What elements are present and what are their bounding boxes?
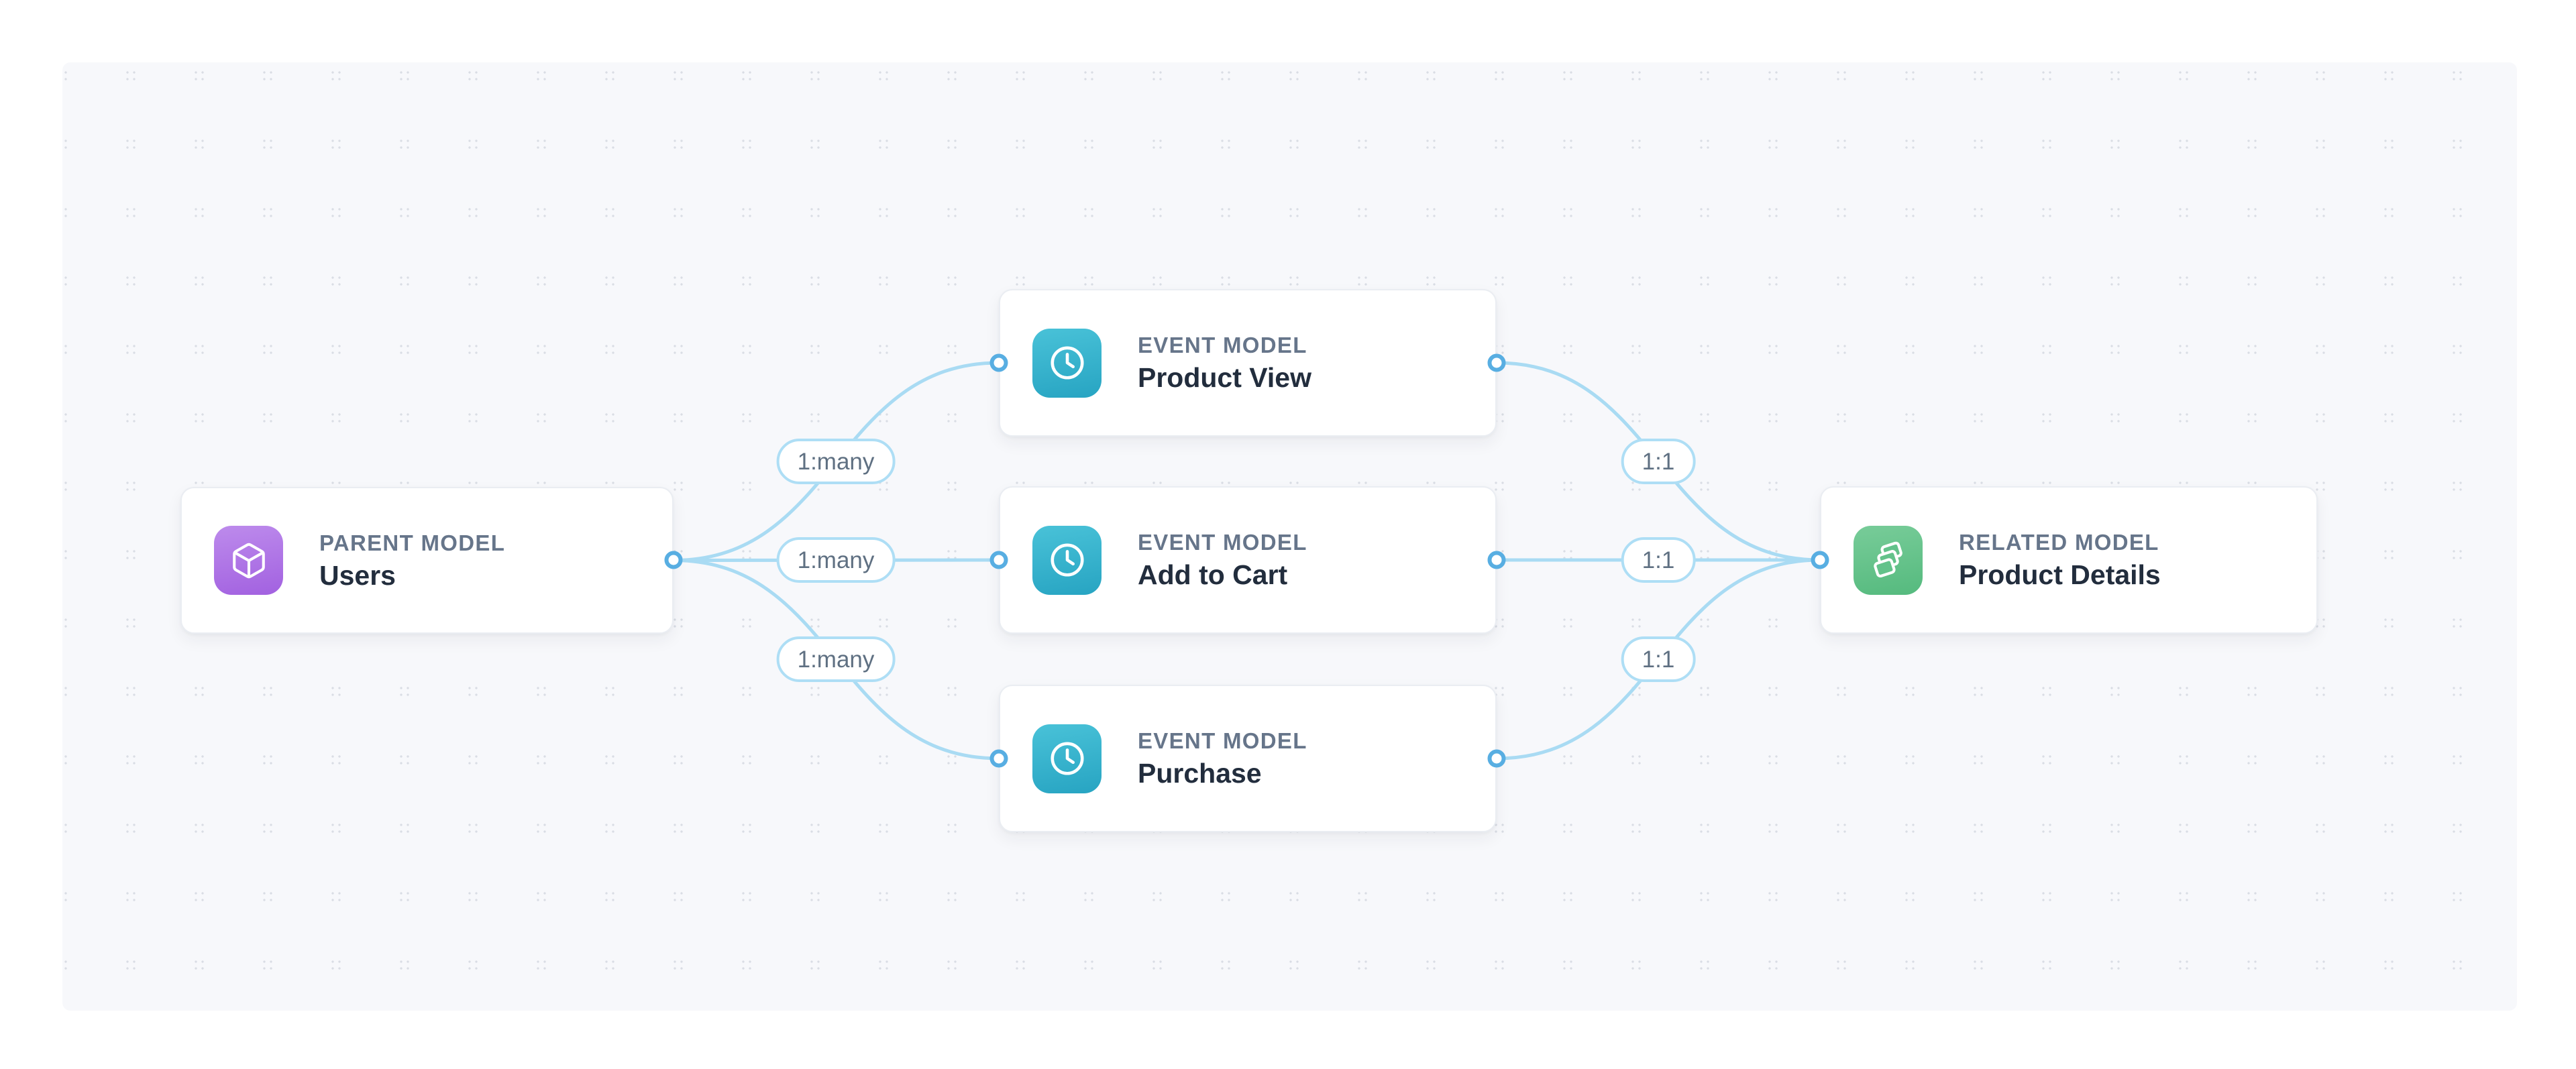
layers-icon [1854, 525, 1923, 595]
node-title: Users [319, 559, 396, 591]
node-product-details[interactable]: RELATED MODEL Product Details [1820, 486, 2318, 634]
clock-icon [1032, 525, 1102, 595]
handle-product-view-target[interactable] [989, 353, 1008, 372]
edge-label-1many-bottom[interactable]: 1:many [776, 636, 896, 682]
cube-icon [214, 526, 283, 595]
handle-purchase-target[interactable] [989, 749, 1008, 768]
node-title: Add to Cart [1138, 559, 1288, 590]
edge-label-1to1-top[interactable]: 1:1 [1621, 439, 1696, 484]
node-type-label: EVENT MODEL [1138, 530, 1307, 555]
handle-add-to-cart-source[interactable] [1487, 551, 1506, 569]
handle-purchase-source[interactable] [1487, 749, 1506, 768]
node-title: Product View [1138, 362, 1311, 393]
edge-label-1many-top[interactable]: 1:many [776, 439, 896, 484]
edge-label-1many-middle[interactable]: 1:many [776, 537, 896, 583]
handle-add-to-cart-target[interactable] [989, 551, 1008, 569]
clock-icon [1032, 328, 1102, 398]
node-type-label: RELATED MODEL [1959, 530, 2159, 555]
node-product-view[interactable]: EVENT MODEL Product View [999, 289, 1497, 437]
node-users[interactable]: PARENT MODEL Users [180, 487, 674, 634]
clock-icon [1032, 724, 1102, 793]
node-purchase[interactable]: EVENT MODEL Purchase [999, 685, 1497, 832]
handle-product-details-target[interactable] [1811, 551, 1829, 569]
node-type-label: EVENT MODEL [1138, 333, 1307, 357]
node-title: Purchase [1138, 758, 1262, 789]
node-type-label: EVENT MODEL [1138, 728, 1307, 753]
node-title: Product Details [1959, 559, 2161, 590]
node-type-label: PARENT MODEL [319, 530, 506, 555]
handle-users-source[interactable] [664, 551, 683, 569]
edge-label-1to1-bottom[interactable]: 1:1 [1621, 636, 1696, 682]
edge-label-1to1-middle[interactable]: 1:1 [1621, 537, 1696, 583]
handle-product-view-source[interactable] [1487, 353, 1506, 372]
node-add-to-cart[interactable]: EVENT MODEL Add to Cart [999, 486, 1497, 634]
